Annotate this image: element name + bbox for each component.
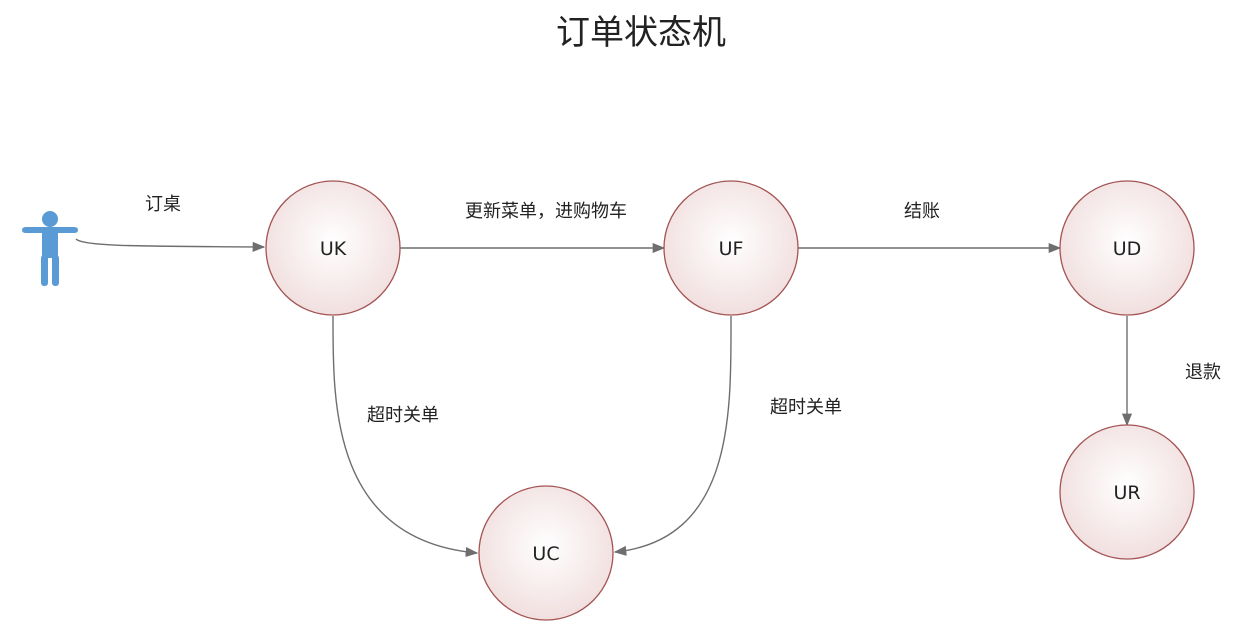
state-node-uf: UF [663,180,799,316]
edge-timeout-uk [332,315,479,558]
edge-order-table [75,238,266,252]
edge-label-timeout-uf: 超时关单 [770,397,842,418]
edge-label-refund: 退款 [1185,362,1221,383]
state-node-ur: UR [1059,424,1195,560]
user-icon [22,211,78,286]
edge-label-timeout-uk: 超时关单 [367,405,439,426]
edge-label-order-table: 订桌 [145,194,181,215]
state-node-ud: UD [1059,180,1195,316]
diagram-title: 订单状态机 [556,13,726,53]
state-label-uk: UK [320,238,347,260]
state-label-ud: UD [1113,238,1142,260]
edge-timeout-uf [613,315,732,556]
edge-label-checkout: 结账 [904,201,940,222]
state-node-uc: UC [478,485,614,621]
state-label-uf: UF [719,238,744,260]
state-label-ur: UR [1113,482,1140,504]
state-label-uc: UC [532,543,559,565]
edge-label-update-menu: 更新菜单，进购物车 [465,201,627,222]
state-node-uk: UK [265,180,401,316]
